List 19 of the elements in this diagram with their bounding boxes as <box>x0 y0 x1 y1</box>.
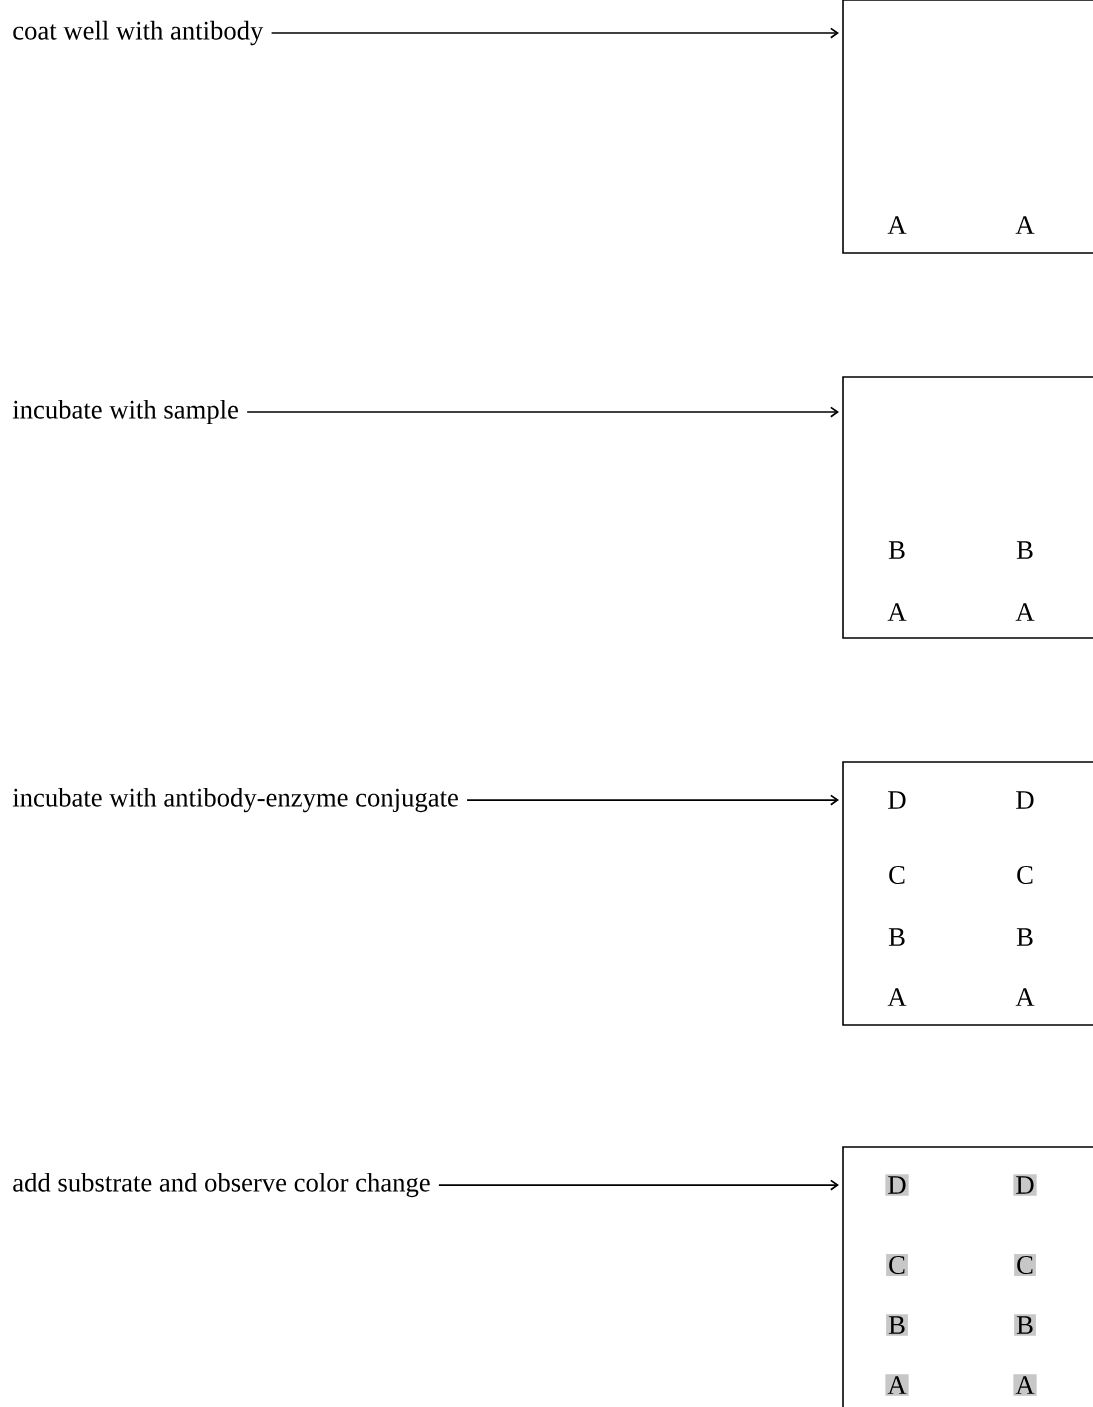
node-label: B <box>888 1316 905 1334</box>
node-label: C <box>889 1256 905 1274</box>
well-box: B B A A <box>842 376 1093 639</box>
arrow <box>438 1179 839 1191</box>
step-text: coat well with antibody <box>13 20 264 46</box>
node-label: D <box>888 1176 906 1194</box>
step-text: incubate with sample <box>12 399 238 425</box>
well-box: D D C C B B A A <box>842 1146 1093 1407</box>
step-text: add substrate and observe color change <box>13 1172 430 1198</box>
well-box: D D C C B B A A <box>842 761 1093 1026</box>
node-label: A <box>887 1376 907 1394</box>
arrow <box>270 27 839 39</box>
arrow <box>246 406 839 418</box>
node-label: B <box>1016 1316 1033 1334</box>
step-text: incubate with antibody-enzyme conjugate <box>12 787 458 813</box>
node-label: C <box>1017 1256 1033 1274</box>
well-box: A A <box>842 0 1093 254</box>
arrow <box>466 794 839 806</box>
node-label: D <box>1016 1176 1034 1194</box>
